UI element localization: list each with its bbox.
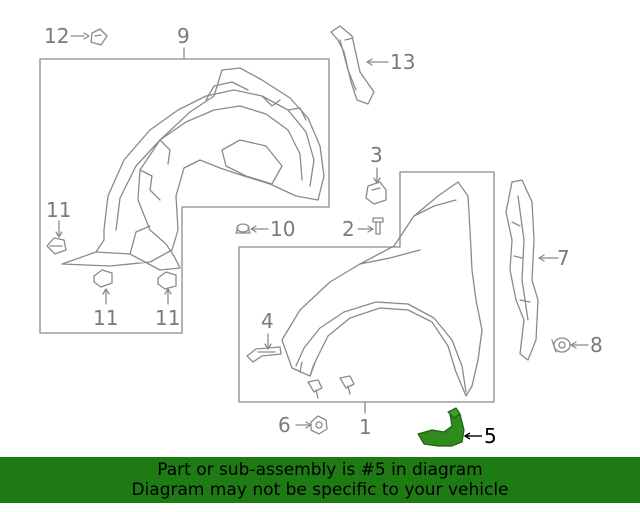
callout-11-bottom: 11: [93, 306, 119, 330]
callout-3: 3: [370, 143, 383, 167]
callout-6: 6: [278, 413, 291, 437]
callout-4: 4: [261, 309, 274, 333]
info-banner: Part or sub-assembly is #5 in diagram Di…: [0, 457, 640, 503]
callout-11-bottom-right: 11: [155, 306, 181, 330]
callout-9: 9: [177, 24, 190, 48]
callout-2: 2: [342, 217, 355, 241]
part-1-group-box: [238, 171, 495, 403]
banner-line-1: Part or sub-assembly is #5 in diagram: [157, 460, 483, 480]
callout-12: 12: [44, 24, 70, 48]
callout-10: 10: [270, 217, 296, 241]
callout-8: 8: [590, 333, 603, 357]
part-5-bracket: [417, 407, 465, 447]
part-9-group-box: [39, 58, 330, 334]
banner-line-2: Diagram may not be specific to your vehi…: [131, 480, 509, 500]
callout-7: 7: [557, 246, 570, 270]
callout-1: 1: [359, 415, 372, 439]
callout-13: 13: [390, 50, 416, 74]
callout-11-left: 11: [46, 198, 72, 222]
parts-diagram: [39, 25, 589, 447]
callout-5: 5: [484, 424, 497, 448]
